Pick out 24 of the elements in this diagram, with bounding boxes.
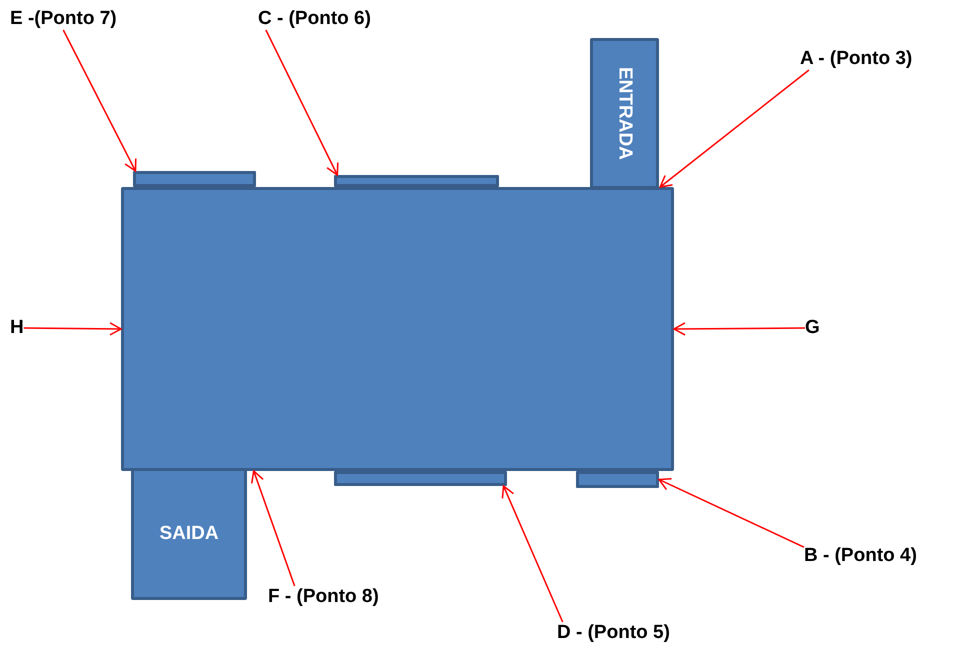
leader-line (673, 322, 805, 336)
point-label: H (10, 317, 24, 339)
ledge-bar (576, 471, 659, 488)
room-box (121, 187, 674, 471)
ledge-bar (133, 171, 256, 187)
leader-line (62, 30, 137, 172)
leader-line (24, 322, 122, 336)
leader-line (659, 69, 810, 188)
point-label: G (805, 317, 820, 339)
exit-label: SAIDA (159, 522, 219, 544)
leader-line (265, 30, 339, 176)
point-label: C - (Ponto 6) (258, 8, 371, 30)
leader-line (251, 470, 296, 586)
ledge-bar (334, 471, 507, 486)
leader-line (502, 485, 564, 622)
point-label: A - (Ponto 3) (800, 48, 912, 70)
point-label: B - (Ponto 4) (804, 545, 917, 567)
entrance-label: ENTRADA (614, 67, 636, 160)
ledge-bar (334, 175, 499, 187)
point-label: D - (Ponto 5) (557, 622, 670, 644)
point-label: F - (Ponto 8) (268, 586, 379, 608)
point-label: E -(Ponto 7) (10, 8, 117, 30)
entrance-box (590, 38, 659, 189)
leader-line (658, 478, 804, 548)
